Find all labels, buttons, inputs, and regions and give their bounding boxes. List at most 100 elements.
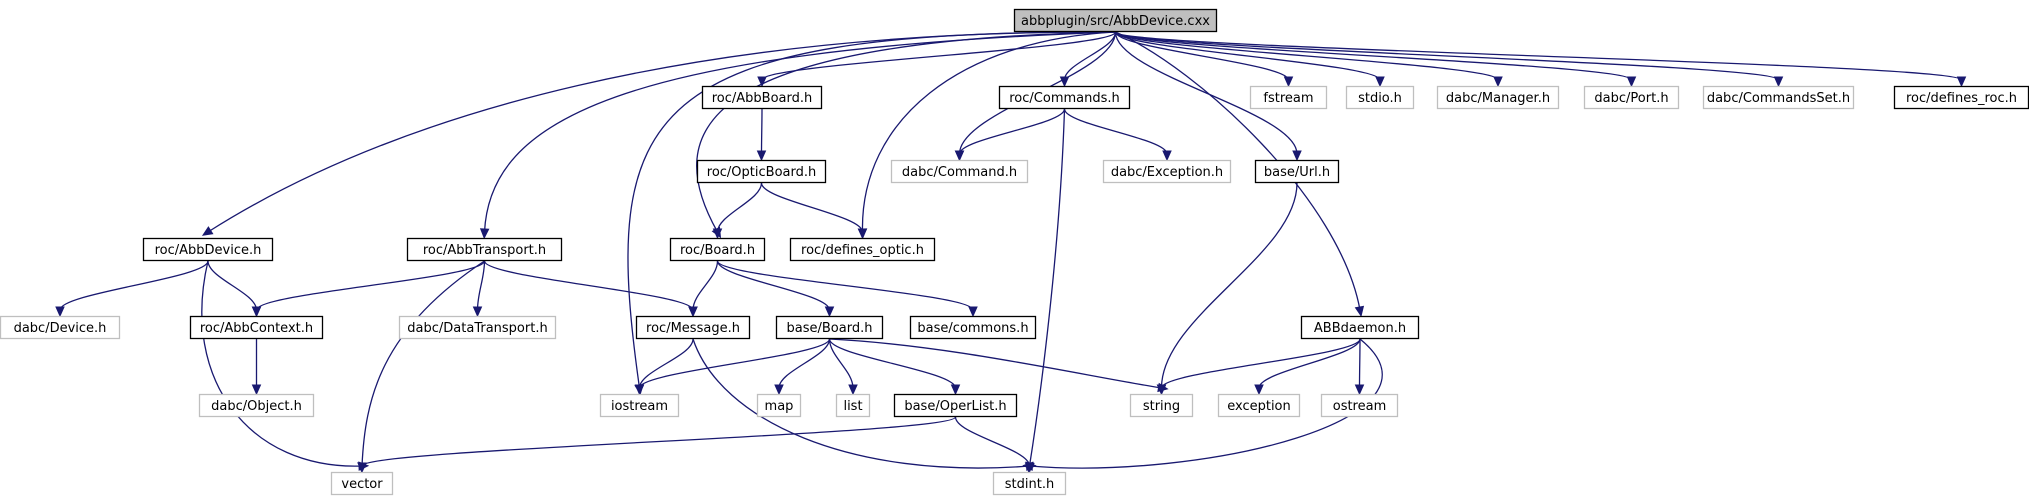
edge-root-to-ABBdaemon_h xyxy=(1115,31,1365,318)
node-dabc-Device-h: dabc/Device.h xyxy=(0,315,121,340)
node-box xyxy=(789,237,936,262)
node-box xyxy=(1436,85,1560,110)
node-box xyxy=(330,471,394,496)
node-base-Board-h[interactable]: base/Board.h xyxy=(775,315,884,340)
node-dabc-Object-h: dabc/Object.h xyxy=(198,393,315,418)
node-roc-Commands-h[interactable]: roc/Commands.h xyxy=(998,85,1131,110)
node-roc-defines-roc-h[interactable]: roc/defines_roc.h xyxy=(1893,85,2029,110)
edge-roc_Board_h-to-base_Board_h xyxy=(716,260,835,318)
node-box xyxy=(1320,393,1399,418)
node-box xyxy=(198,393,315,418)
edge-root-to-dabc_Manager_h xyxy=(1114,31,1503,88)
node-label: dabc/Object.h xyxy=(211,399,302,414)
node-label: base/OperList.h xyxy=(904,399,1006,414)
edge-roc_AbbDevice_h-to-dabc_Device_h xyxy=(55,260,209,318)
node-label: roc/AbbTransport.h xyxy=(423,243,546,258)
node-box xyxy=(696,159,827,184)
edge-roc_Board_h-to-roc_Message_h xyxy=(688,260,719,318)
node-label: roc/Board.h xyxy=(680,243,755,258)
edge-base_Board_h-to-base_OperList_h xyxy=(828,338,961,396)
edge-base_Url_h-to-string xyxy=(1156,182,1298,396)
edge-root-to-roc_AbbDevice_h xyxy=(201,31,1116,236)
edge-ABBdaemon_h-to-exception xyxy=(1254,338,1361,396)
edge-root-to-dabc_Port_h xyxy=(1114,31,1637,88)
edges-layer xyxy=(55,31,1967,474)
node-box xyxy=(890,159,1029,184)
node-label: dabc/Port.h xyxy=(1594,91,1668,106)
edge-root-to-stdio_h xyxy=(1114,31,1385,88)
node-exception: exception xyxy=(1217,393,1301,418)
node-base-OperList-h[interactable]: base/OperList.h xyxy=(893,393,1018,418)
node-box xyxy=(669,237,766,262)
edge-roc_AbbTransport_h-to-vector xyxy=(357,260,485,474)
node-dabc-Command-h: dabc/Command.h xyxy=(890,159,1029,184)
node-roc-Message-h[interactable]: roc/Message.h xyxy=(635,315,751,340)
edge-ABBdaemon_h-to-string xyxy=(1156,338,1361,396)
node-box xyxy=(1129,393,1194,418)
edge-roc_OpticBoard_h-to-roc_Board_h xyxy=(712,182,763,240)
edge-base_OperList_h-to-stdint_h xyxy=(954,416,1035,474)
node-roc-AbbTransport-h[interactable]: roc/AbbTransport.h xyxy=(406,237,563,262)
node-map: map xyxy=(756,393,802,418)
edge-roc_OpticBoard_h-to-roc_defines_optic_h xyxy=(760,182,868,240)
node-label: ABBdaemon.h xyxy=(1314,321,1406,336)
node-box xyxy=(635,315,751,340)
node-box xyxy=(701,85,823,110)
node-label: roc/AbbDevice.h xyxy=(155,243,262,258)
node-box xyxy=(406,237,563,262)
node-box xyxy=(1013,8,1218,33)
edge-base_Board_h-to-string xyxy=(829,338,1169,393)
node-box xyxy=(835,393,871,418)
node-box xyxy=(1254,159,1340,184)
node-box xyxy=(1102,159,1232,184)
node-label: roc/Commands.h xyxy=(1009,91,1120,106)
node-dabc-Port-h: dabc/Port.h xyxy=(1583,85,1680,110)
node-ABBdaemon-h[interactable]: ABBdaemon.h xyxy=(1300,315,1420,340)
node-dabc-Manager-h: dabc/Manager.h xyxy=(1436,85,1560,110)
node-iostream: iostream xyxy=(599,393,680,418)
node-label: dabc/CommandsSet.h xyxy=(1707,91,1850,106)
edge-root-to-dabc_CommandsSet_h xyxy=(1114,31,1784,88)
node-roc-defines-optic-h[interactable]: roc/defines_optic.h xyxy=(789,237,936,262)
node-label: base/Board.h xyxy=(787,321,873,336)
edge-root-to-roc_defines_optic_h xyxy=(857,31,1116,240)
node-label: string xyxy=(1143,399,1180,414)
node-box xyxy=(775,315,884,340)
node-label: stdio.h xyxy=(1358,91,1402,106)
edge-roc_AbbBoard_h-to-roc_OpticBoard_h xyxy=(756,108,767,162)
node-label: vector xyxy=(341,477,383,492)
node-label: roc/AbbBoard.h xyxy=(712,91,813,106)
node-base-commons-h[interactable]: base/commons.h xyxy=(909,315,1037,340)
node-label: dabc/Exception.h xyxy=(1111,165,1223,180)
node-ostream: ostream xyxy=(1320,393,1399,418)
node-roc-Board-h[interactable]: roc/Board.h xyxy=(669,237,766,262)
node-label: stdint.h xyxy=(1005,477,1054,492)
node-box xyxy=(1702,85,1855,110)
node-box xyxy=(756,393,802,418)
node-roc-AbbDevice-h[interactable]: roc/AbbDevice.h xyxy=(142,237,274,262)
node-roc-AbbContext-h[interactable]: roc/AbbContext.h xyxy=(189,315,324,340)
edge-root-to-fstream xyxy=(1114,31,1294,88)
node-label: roc/AbbContext.h xyxy=(200,321,313,336)
node-box xyxy=(998,85,1131,110)
edge-roc_Commands_h-to-stdint_h xyxy=(1025,108,1066,474)
node-box xyxy=(398,315,557,340)
node-vector: vector xyxy=(330,471,394,496)
node-roc-AbbBoard-h[interactable]: roc/AbbBoard.h xyxy=(701,85,823,110)
node-label: abbplugin/src/AbbDevice.cxx xyxy=(1021,14,1210,29)
edge-roc_AbbTransport_h-to-dabc_DataTransport_h xyxy=(472,260,486,318)
node-label: dabc/Manager.h xyxy=(1446,91,1550,106)
edge-roc_Message_h-to-iostream xyxy=(634,338,694,396)
edge-root-to-roc_Commands_h xyxy=(1059,31,1117,88)
edge-roc_AbbContext_h-to-dabc_Object_h xyxy=(251,339,262,396)
node-base-Url-h[interactable]: base/Url.h xyxy=(1254,159,1340,184)
node-dabc-CommandsSet-h: dabc/CommandsSet.h xyxy=(1702,85,1855,110)
node-roc-OpticBoard-h[interactable]: roc/OpticBoard.h xyxy=(696,159,827,184)
edge-roc_Commands_h-to-dabc_Exception_h xyxy=(1063,108,1172,162)
node-stdint-h: stdint.h xyxy=(992,471,1067,496)
edge-ABBdaemon_h-to-stdint_h xyxy=(1022,338,1383,472)
node-label: dabc/Device.h xyxy=(14,321,107,336)
node-label: dabc/DataTransport.h xyxy=(407,321,547,336)
edge-roc_Board_h-to-base_commons_h xyxy=(716,260,978,318)
node-box xyxy=(0,315,121,340)
